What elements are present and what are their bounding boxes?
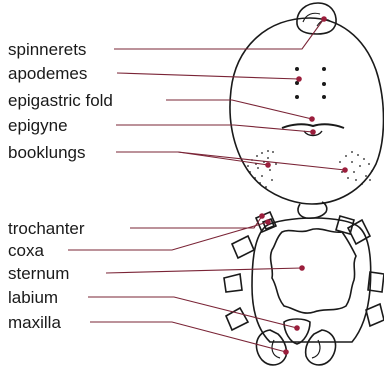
dot-epigyne: [310, 129, 316, 135]
dot-epigastric-fold: [309, 116, 315, 122]
label-booklungs: booklungs: [8, 143, 86, 162]
labels: spinnerets apodemes epigastric fold epig…: [8, 40, 113, 332]
leader-epigastric-fold: [166, 100, 312, 119]
dot-coxa: [265, 219, 271, 225]
dot-trochanter: [259, 213, 265, 219]
leader-lines: [68, 20, 345, 352]
apodeme-spot: [322, 82, 326, 86]
labium-shape: [284, 319, 310, 344]
leader-apodemes: [117, 73, 299, 79]
label-apodemes: apodemes: [8, 64, 87, 83]
abdomen: [230, 3, 384, 204]
leader-booklungs-right: [178, 152, 345, 170]
dot-booklungs-left: [265, 162, 271, 168]
label-epigastric-fold: epigastric fold: [8, 91, 113, 110]
dot-apodemes: [296, 76, 302, 82]
label-maxilla: maxilla: [8, 313, 61, 332]
dot-maxilla: [283, 349, 289, 355]
abdomen-outline: [230, 18, 384, 204]
dot-booklungs-right: [342, 167, 348, 173]
epigastric-fold-line: [282, 124, 344, 128]
dot-labium: [294, 325, 300, 331]
apodeme-spot: [322, 67, 326, 71]
leader-spinnerets: [114, 20, 323, 49]
coxa-left-3: [224, 274, 242, 292]
coxa-right-4: [366, 304, 384, 326]
label-trochanter: trochanter: [8, 219, 85, 238]
coxa-right-1: [336, 216, 354, 234]
pointer-dots: [259, 16, 348, 355]
apodeme-spot: [322, 95, 326, 99]
booklung-left: [247, 150, 277, 188]
apodeme-spot: [295, 95, 299, 99]
leader-labium: [88, 297, 297, 328]
label-labium: labium: [8, 288, 58, 307]
label-coxa: coxa: [8, 241, 44, 260]
label-sternum: sternum: [8, 264, 69, 283]
dot-spinnerets: [321, 16, 327, 22]
coxa-left-2: [232, 236, 254, 258]
apodeme-spot: [295, 67, 299, 71]
label-spinnerets: spinnerets: [8, 40, 86, 59]
leader-trochanter: [130, 216, 262, 228]
dot-sternum: [299, 265, 305, 271]
sternum-shape: [271, 229, 356, 313]
leader-coxa: [68, 222, 268, 250]
label-epigyne: epigyne: [8, 116, 68, 135]
